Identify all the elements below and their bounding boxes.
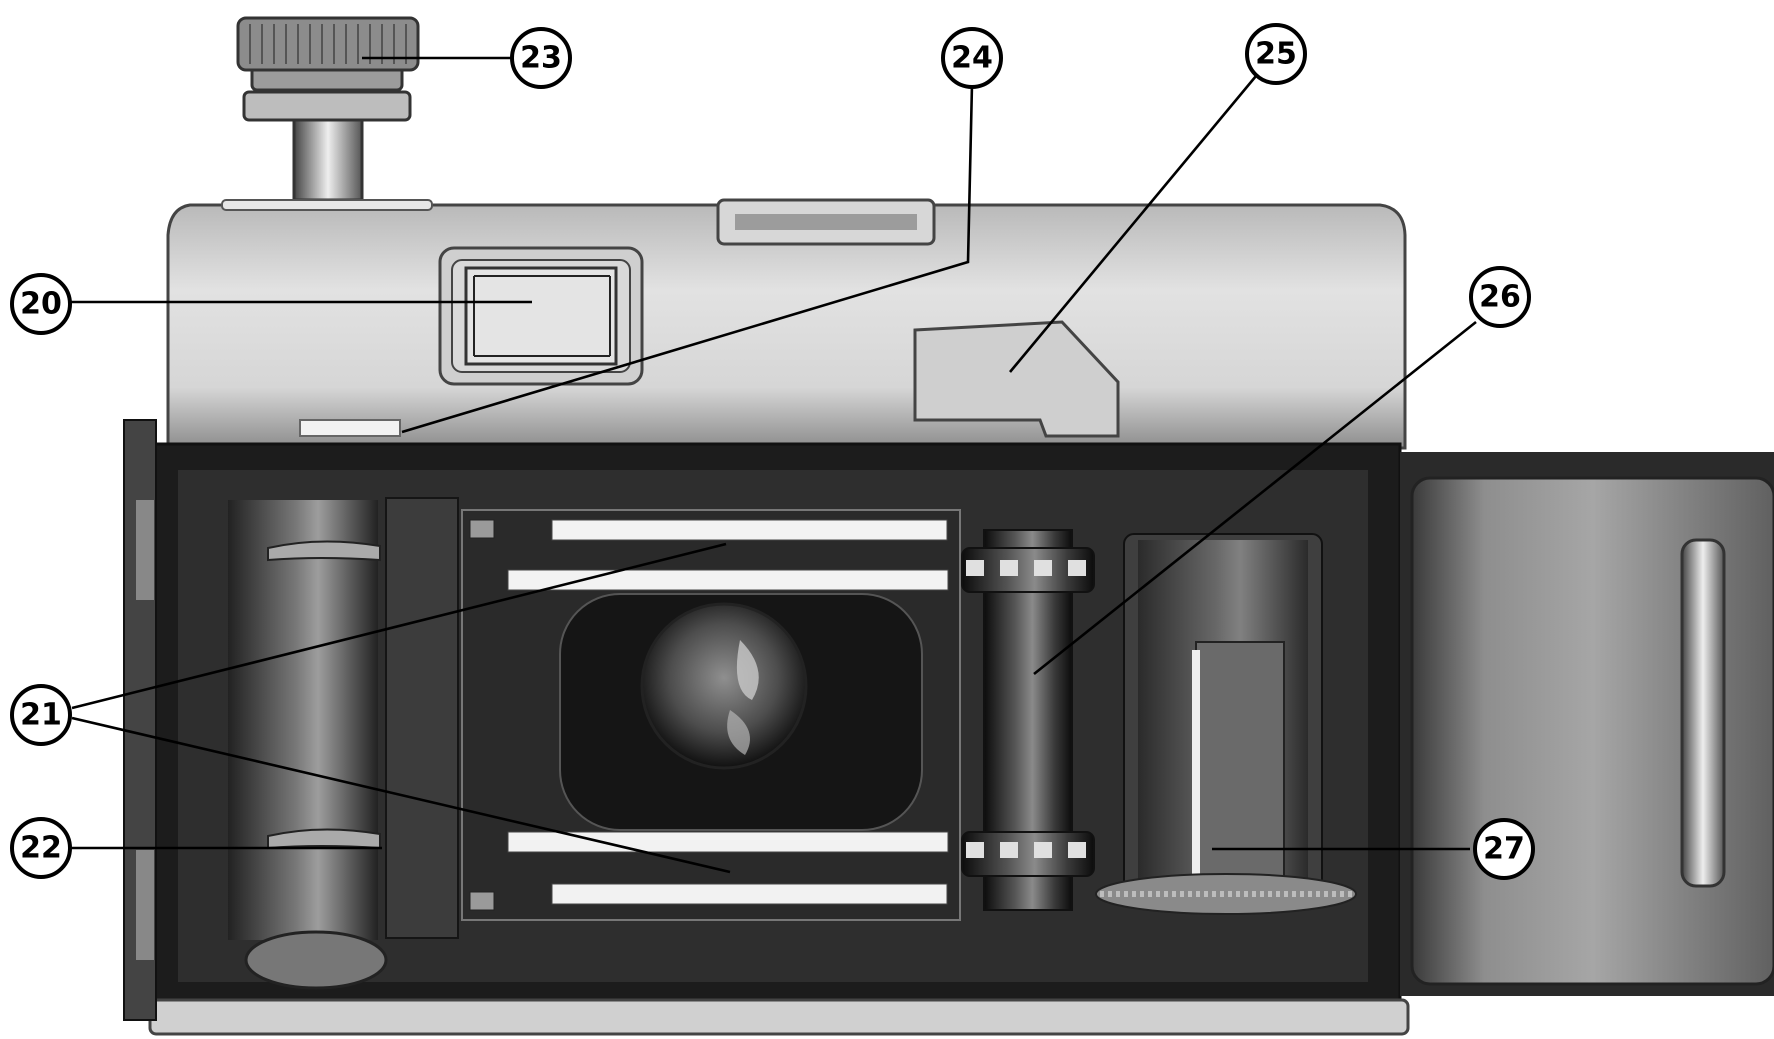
film-gate [461, 509, 961, 921]
svg-text:26: 26 [1479, 280, 1521, 315]
take-up-spool [228, 497, 459, 990]
svg-text:21: 21 [20, 698, 62, 733]
svg-text:23: 23 [520, 41, 562, 76]
svg-text:25: 25 [1255, 37, 1297, 72]
viewfinder-eyepiece [438, 246, 644, 386]
leader-lines [70, 56, 1477, 874]
back-release-lever [913, 320, 1120, 438]
callout-24: 24 [941, 27, 1003, 89]
svg-text:27: 27 [1483, 832, 1525, 867]
callout-26: 26 [1469, 266, 1531, 328]
camera-back-door [1400, 452, 1774, 996]
callout-21: 21 [10, 684, 72, 746]
callout-25: 25 [1245, 23, 1307, 85]
svg-text:24: 24 [951, 41, 993, 76]
callout-22: 22 [10, 817, 72, 879]
cassette-chamber [1095, 533, 1357, 915]
callout-23: 23 [510, 27, 572, 89]
svg-text:22: 22 [20, 831, 62, 866]
callout-27: 27 [1473, 818, 1535, 880]
rewind-knob [236, 16, 420, 202]
callout-20: 20 [10, 273, 72, 335]
svg-text:20: 20 [20, 287, 62, 322]
sprocket-shaft [961, 529, 1095, 911]
